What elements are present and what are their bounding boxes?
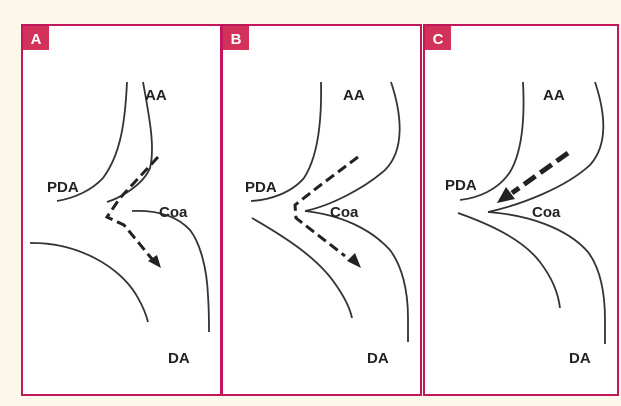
label-pda: PDA bbox=[245, 179, 277, 196]
panel-frame bbox=[424, 25, 618, 395]
label-da: DA bbox=[569, 350, 591, 367]
panel-badge-label: A bbox=[31, 31, 42, 48]
label-coa: Coa bbox=[159, 204, 188, 221]
label-aa: AA bbox=[343, 87, 365, 104]
panel-badge-label: C bbox=[433, 31, 444, 48]
label-da: DA bbox=[168, 350, 190, 367]
label-da: DA bbox=[367, 350, 389, 367]
label-pda: PDA bbox=[445, 177, 477, 194]
label-aa: AA bbox=[145, 87, 167, 104]
label-pda: PDA bbox=[47, 179, 79, 196]
panel-c: C AA PDA Coa DA bbox=[424, 25, 618, 395]
label-aa: AA bbox=[543, 87, 565, 104]
label-coa: Coa bbox=[532, 204, 561, 221]
panel-badge-label: B bbox=[231, 31, 242, 48]
panel-a: A AA PDA Coa DA bbox=[22, 25, 221, 395]
label-coa: Coa bbox=[330, 204, 359, 221]
panel-b: B AA PDA Coa DA bbox=[222, 25, 421, 395]
panel-frame bbox=[222, 25, 421, 395]
panel-frame bbox=[22, 25, 221, 395]
